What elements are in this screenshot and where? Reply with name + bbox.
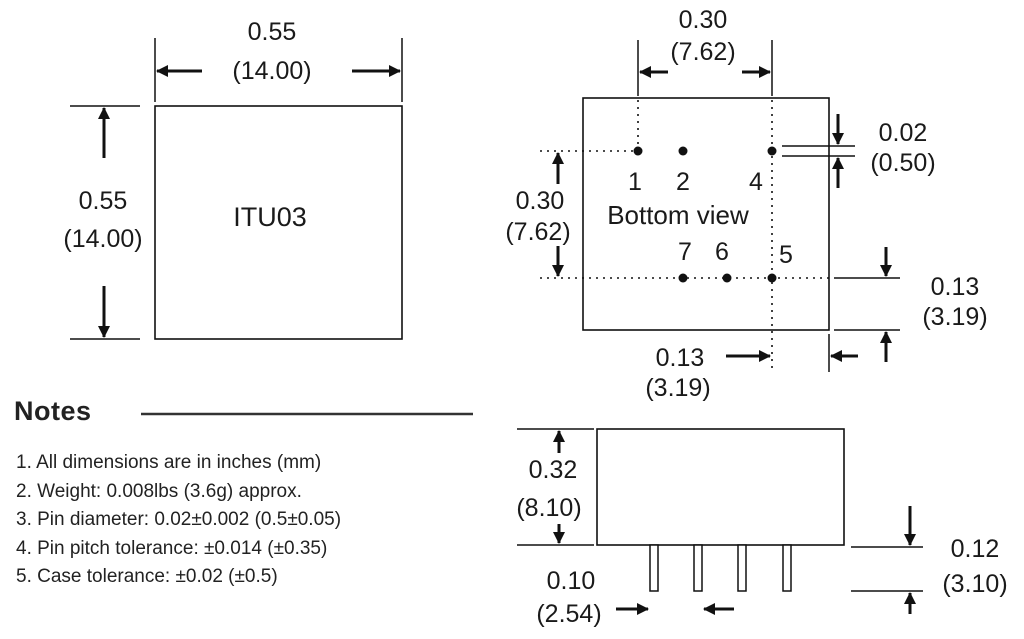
height-inch: 0.55 <box>79 187 128 215</box>
pin-7 <box>678 273 688 283</box>
width-mm: (14.00) <box>232 57 311 85</box>
pin-dia-mm: (0.50) <box>870 149 935 177</box>
note-item: 4. Pin pitch tolerance: ±0.014 (±0.35) <box>16 537 328 559</box>
side-pin-4 <box>782 544 792 592</box>
pin-6 <box>722 273 732 283</box>
pin-length-mm: (3.10) <box>942 570 1007 598</box>
body-height-inch: 0.32 <box>529 456 578 484</box>
edge-offset-right-inch: 0.13 <box>931 273 980 301</box>
side-view-body-outline <box>596 428 845 546</box>
pin-spacing-h-inch: 0.30 <box>679 6 728 34</box>
pin-1 <box>633 146 643 156</box>
width-inch: 0.55 <box>248 18 297 46</box>
pin-label-4: 4 <box>749 168 763 196</box>
pin-label-7: 7 <box>678 238 692 266</box>
pin-label-5: 5 <box>779 241 793 269</box>
pin-2 <box>678 146 688 156</box>
pin-4 <box>767 146 777 156</box>
edge-offset-right-mm: (3.19) <box>922 303 987 331</box>
pin-label-1: 1 <box>628 168 642 196</box>
edge-offset-bottom-mm: (3.19) <box>645 374 710 402</box>
bottom-view: 1 2 4 7 6 5 Bottom view 0.30 (7.62) 0.30… <box>505 6 987 402</box>
side-pin-1 <box>649 544 659 592</box>
bottom-view-label: Bottom view <box>607 200 749 230</box>
part-number-label: ITU03 <box>233 202 307 232</box>
pin-length-inch: 0.12 <box>951 535 1000 563</box>
bottom-view-body-outline <box>582 97 830 331</box>
edge-offset-bottom-inch: 0.13 <box>656 344 705 372</box>
pin-pitch-mm: (2.54) <box>536 600 601 628</box>
height-mm: (14.00) <box>63 225 142 253</box>
note-item: 3. Pin diameter: 0.02±0.002 (0.5±0.05) <box>16 509 342 530</box>
pin-spacing-v-inch: 0.30 <box>516 187 565 215</box>
pin-label-2: 2 <box>676 168 690 196</box>
top-view-body-outline <box>154 105 403 340</box>
note-item: 2. Weight: 0.008lbs (3.6g) approx. <box>16 480 302 502</box>
pin-spacing-v-mm: (7.62) <box>505 218 570 246</box>
notes-title: Notes <box>14 396 92 426</box>
pin-label-6: 6 <box>715 238 729 266</box>
note-item: 5. Case tolerance: ±0.02 (±0.5) <box>16 566 278 587</box>
pin-pitch-inch: 0.10 <box>547 567 596 595</box>
notes-list: 1. All dimensions are in inches (mm) 2. … <box>16 449 341 592</box>
side-view: 0.32 (8.10) 0.10 (2.54) 0.12 (3.10) <box>516 428 1008 628</box>
body-height-mm: (8.10) <box>516 494 581 522</box>
side-pin-3 <box>737 544 747 592</box>
note-item: 1. All dimensions are in inches (mm) <box>16 452 322 473</box>
side-pin-2 <box>693 544 703 592</box>
pin-dia-inch: 0.02 <box>879 119 928 147</box>
top-view: ITU03 0.55 (14.00) 0.55 (14.00) <box>63 18 403 340</box>
pin-spacing-h-mm: (7.62) <box>670 38 735 66</box>
pin-5 <box>767 273 777 283</box>
